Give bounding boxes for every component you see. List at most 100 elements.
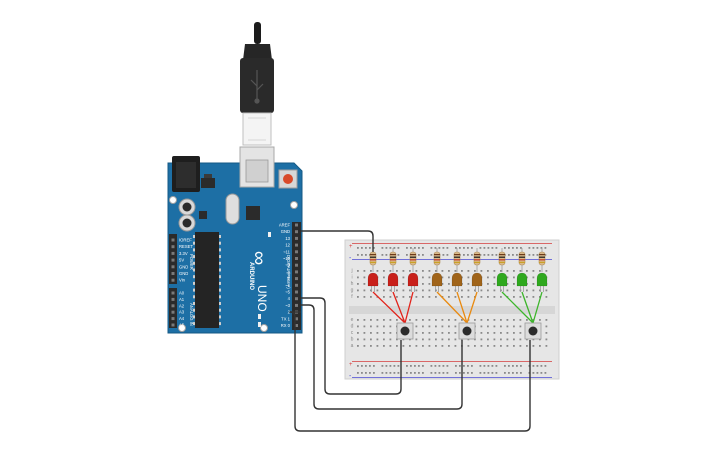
breadboard-hole[interactable] [383, 296, 385, 298]
breadboard-hole[interactable] [409, 296, 411, 298]
breadboard-hole[interactable] [513, 270, 515, 272]
breadboard-hole[interactable] [526, 276, 528, 279]
breadboard-hole[interactable] [441, 270, 444, 272]
breadboard-hole[interactable] [454, 296, 457, 298]
rail-hole[interactable] [434, 247, 437, 249]
digital-pin-socket[interactable] [295, 257, 298, 260]
breadboard-hole[interactable] [383, 319, 385, 321]
breadboard-hole[interactable] [532, 296, 535, 298]
breadboard-hole[interactable] [539, 296, 541, 298]
breadboard-hole[interactable] [441, 338, 444, 341]
breadboard-hole[interactable] [357, 283, 359, 285]
breadboard-hole[interactable] [363, 276, 366, 279]
rail-hole[interactable] [365, 365, 367, 367]
breadboard-hole[interactable] [448, 319, 450, 321]
rail-hole[interactable] [467, 247, 469, 249]
breadboard-hole[interactable] [526, 319, 528, 321]
breadboard-hole[interactable] [415, 296, 418, 298]
breadboard-hole[interactable] [506, 283, 509, 285]
analog-pin-socket[interactable] [171, 291, 175, 295]
led[interactable] [496, 272, 508, 287]
breadboard-hole[interactable] [396, 319, 398, 321]
rail-hole[interactable] [483, 254, 486, 256]
rail-hole[interactable] [508, 372, 510, 374]
breadboard-hole[interactable] [415, 338, 418, 341]
rail-hole[interactable] [393, 372, 396, 374]
breadboard-hole[interactable] [506, 332, 509, 334]
breadboard-hole[interactable] [422, 325, 424, 328]
analog-pin-socket[interactable] [171, 317, 175, 321]
breadboard-hole[interactable] [519, 338, 522, 341]
breadboard-hole[interactable] [415, 332, 418, 334]
breadboard-hole[interactable] [428, 319, 431, 321]
breadboard-hole[interactable] [415, 270, 418, 272]
breadboard-hole[interactable] [506, 270, 509, 272]
breadboard-hole[interactable] [448, 338, 450, 341]
rail-hole[interactable] [430, 372, 433, 374]
rail-hole[interactable] [483, 365, 486, 367]
rail-hole[interactable] [495, 247, 498, 249]
breadboard-hole[interactable] [493, 289, 496, 292]
breadboard-hole[interactable] [513, 345, 515, 347]
breadboard-hole[interactable] [363, 270, 366, 272]
rail-hole[interactable] [418, 365, 420, 367]
breadboard-hole[interactable] [487, 332, 489, 334]
power-pin-socket[interactable] [171, 272, 175, 275]
rail-hole[interactable] [446, 365, 449, 367]
breadboard-hole[interactable] [396, 289, 398, 292]
rail-hole[interactable] [446, 372, 449, 374]
breadboard-hole[interactable] [493, 325, 496, 328]
breadboard-hole[interactable] [363, 325, 366, 328]
breadboard-hole[interactable] [545, 332, 548, 334]
breadboard-hole[interactable] [474, 345, 476, 347]
breadboard-hole[interactable] [513, 325, 515, 328]
breadboard-hole[interactable] [389, 319, 392, 321]
breadboard-hole[interactable] [461, 296, 463, 298]
breadboard-hole[interactable] [389, 345, 392, 347]
rail-hole[interactable] [446, 254, 449, 256]
power-pin-socket[interactable] [171, 251, 175, 255]
breadboard-hole[interactable] [402, 283, 405, 285]
rail-hole[interactable] [504, 365, 506, 367]
breadboard-hole[interactable] [500, 270, 502, 272]
breadboard-hole[interactable] [363, 296, 366, 298]
rail-hole[interactable] [430, 365, 433, 367]
breadboard-hole[interactable] [513, 276, 515, 279]
breadboard-hole[interactable] [519, 325, 522, 328]
breadboard-hole[interactable] [448, 283, 450, 285]
rail-hole[interactable] [471, 254, 473, 256]
breadboard-hole[interactable] [422, 283, 424, 285]
rail-hole[interactable] [487, 254, 490, 256]
breadboard-hole[interactable] [435, 296, 437, 298]
rail-hole[interactable] [438, 365, 441, 367]
rail-hole[interactable] [397, 247, 400, 249]
rail-hole[interactable] [459, 247, 461, 249]
analog-pin-socket[interactable] [171, 323, 175, 327]
rail-hole[interactable] [418, 372, 420, 374]
breadboard-hole[interactable] [376, 319, 379, 321]
breadboard-hole[interactable] [448, 345, 450, 347]
rail-hole[interactable] [361, 254, 363, 256]
breadboard-hole[interactable] [506, 325, 509, 328]
rail-hole[interactable] [532, 247, 535, 249]
rail-hole[interactable] [536, 372, 539, 374]
breadboard-hole[interactable] [422, 289, 424, 292]
breadboard-hole[interactable] [467, 270, 470, 272]
breadboard-hole[interactable] [513, 319, 515, 321]
breadboard-hole[interactable] [370, 345, 372, 347]
breadboard-hole[interactable] [383, 276, 385, 279]
breadboard-hole[interactable] [454, 338, 457, 341]
rail-hole[interactable] [508, 247, 510, 249]
digital-pin-socket[interactable] [295, 290, 298, 294]
breadboard-hole[interactable] [493, 338, 496, 341]
breadboard-hole[interactable] [493, 319, 496, 321]
breadboard-hole[interactable] [519, 332, 522, 334]
analog-pin-socket[interactable] [171, 310, 175, 314]
breadboard-hole[interactable] [428, 332, 431, 334]
breadboard-hole[interactable] [422, 345, 424, 347]
breadboard-hole[interactable] [506, 319, 509, 321]
breadboard-hole[interactable] [500, 296, 502, 298]
rail-hole[interactable] [504, 372, 506, 374]
breadboard-hole[interactable] [493, 332, 496, 334]
